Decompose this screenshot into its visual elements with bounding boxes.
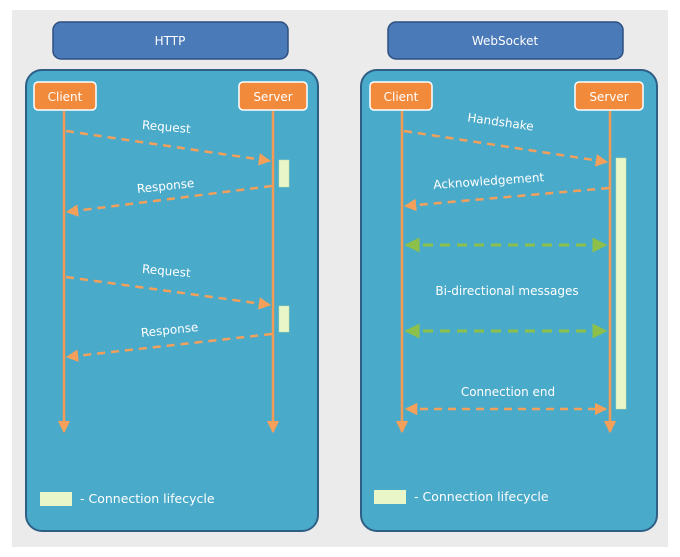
websocket-client-box xyxy=(369,81,433,111)
websocket-server-box xyxy=(574,81,644,111)
websocket-client-label: Client xyxy=(384,90,419,104)
websocket-server-label: Server xyxy=(589,90,628,104)
http-lifecycle-bar xyxy=(278,305,290,333)
http-header xyxy=(52,21,289,60)
http-request-arrow xyxy=(65,129,272,166)
http-client-box xyxy=(33,81,97,111)
http-lifecycle-bar xyxy=(278,159,290,188)
http-request-label: Request xyxy=(141,118,191,136)
http-response-label: Response xyxy=(140,320,199,340)
websocket-section: WebSocket Client Server Handshake Acknow… xyxy=(360,21,658,532)
websocket-handshake-arrow xyxy=(403,129,609,167)
http-panel xyxy=(25,69,319,532)
websocket-lifecycle-bar xyxy=(615,157,627,410)
websocket-acknowledgement-arrow xyxy=(403,186,610,212)
websocket-header xyxy=(387,21,624,60)
http-legend-swatch xyxy=(40,492,72,506)
websocket-panel xyxy=(360,69,658,532)
http-response-arrow xyxy=(65,184,273,217)
http-server-label: Server xyxy=(253,90,292,104)
http-client-label: Client xyxy=(48,90,83,104)
http-server-box xyxy=(238,81,308,111)
http-section: HTTP Client Server Request Response Requ… xyxy=(25,21,319,532)
http-request-arrow xyxy=(65,275,272,310)
websocket-bidirectional-label: Bi-directional messages xyxy=(435,284,578,298)
websocket-title: WebSocket xyxy=(472,34,539,48)
websocket-connection-end-label: Connection end xyxy=(461,385,555,399)
http-legend-label: - Connection lifecycle xyxy=(80,491,215,506)
http-response-arrow xyxy=(65,332,273,362)
websocket-legend-swatch xyxy=(374,490,406,504)
http-title: HTTP xyxy=(155,34,186,48)
websocket-legend-label: - Connection lifecycle xyxy=(414,489,549,504)
http-request-label: Request xyxy=(141,262,191,280)
http-response-label: Response xyxy=(136,176,195,196)
